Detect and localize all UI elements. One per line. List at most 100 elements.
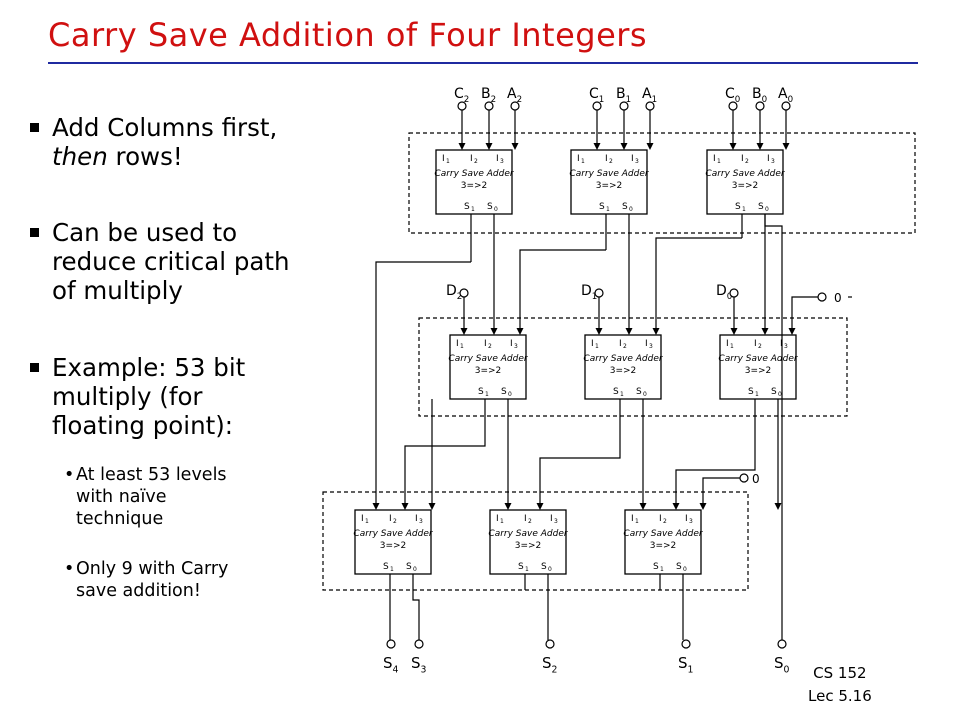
adder-input-pin-number: 3: [784, 343, 788, 350]
arrow-head: [593, 143, 601, 150]
adder-name: Carry Save Adder: [705, 169, 785, 179]
zero-terminal: [739, 473, 749, 483]
adder-input-pin: I: [631, 514, 634, 524]
arrow-head: [504, 503, 512, 510]
arrow-head: [620, 143, 628, 150]
adder-output-pin: S: [613, 387, 619, 397]
carry-save-adder-r3-1: [489, 509, 567, 575]
input-terminal: [459, 288, 469, 298]
adder-output-pin-number: 0: [494, 206, 498, 213]
output-terminal: [681, 639, 691, 649]
adder-input-pin: I: [659, 514, 662, 524]
lecture-number: Lec 5.16: [808, 687, 872, 705]
adder-input-pin-number: 2: [758, 343, 762, 350]
square-bullet-icon: [30, 363, 39, 372]
carry-save-adder-r1-0: [435, 149, 513, 215]
bullet-1-italic: then: [52, 142, 108, 171]
adder-input-pin-number: 1: [460, 343, 464, 350]
zero-label: 0: [752, 472, 760, 486]
input-terminal: [592, 101, 602, 111]
adder-output-pin: S: [622, 202, 628, 212]
carry-save-adder-r1-1: [570, 149, 648, 215]
arrow-head: [458, 143, 466, 150]
arrow-head: [490, 328, 498, 335]
carry-save-adder-r3-0: [354, 509, 432, 575]
sub-bullet-2-line-1: Only 9 with Carry: [76, 559, 229, 579]
adder-ratio: 3=>2: [610, 366, 637, 376]
wire: [539, 399, 621, 503]
output-terminal: [414, 639, 424, 649]
adder-input-pin-number: 1: [595, 343, 599, 350]
signal-subscript: 1: [599, 95, 605, 105]
adder-input-pin: I: [361, 514, 364, 524]
input-terminal: [729, 288, 739, 298]
adder-input-pin: I: [510, 339, 513, 349]
bullet-1-line-1: Add Columns first,: [52, 113, 278, 142]
carry-save-adder-r2-0: [449, 334, 527, 400]
bullet-3-line-3: floating point):: [52, 411, 234, 440]
arrow-head: [788, 328, 796, 335]
adder-output-pin-number: 0: [413, 566, 417, 573]
carry-save-adder-r2-1: [584, 334, 662, 400]
title-underline: [48, 62, 918, 64]
adder-output-pin-number: 1: [525, 566, 529, 573]
adder-input-pin-number: 2: [474, 158, 478, 165]
carry-save-adder-r1-2: [706, 149, 784, 215]
adder-output-pin: S: [406, 562, 412, 572]
adder-output-pin-number: 1: [755, 391, 759, 398]
output-label-S3: S3: [411, 654, 427, 676]
adder-input-pin: I: [780, 339, 783, 349]
adder-output-pin-number: 0: [643, 391, 647, 398]
adder-input-pin-number: 3: [771, 158, 775, 165]
adder-input-pin: I: [442, 154, 445, 164]
signal-subscript: 1: [592, 292, 598, 302]
adder-output-pin-number: 0: [765, 206, 769, 213]
adder-input-pin-number: 2: [745, 158, 749, 165]
carry-save-adder-r2-2: [719, 334, 797, 400]
arrow-head: [672, 503, 680, 510]
adder-output-pin-number: 1: [390, 566, 394, 573]
arrow-head: [428, 503, 436, 510]
bullet-1-line-2: then rows!: [52, 143, 183, 171]
adder-input-pin: I: [524, 514, 527, 524]
input-terminal: [457, 101, 467, 111]
signal-subscript: 4: [393, 665, 399, 676]
adder-output-pin-number: 0: [683, 566, 687, 573]
arrow-head: [595, 328, 603, 335]
arrow-head: [761, 328, 769, 335]
adder-input-pin-number: 1: [717, 158, 721, 165]
input-terminal: [781, 101, 791, 111]
adder-name: Carry Save Adder: [353, 529, 433, 539]
input-terminal: [645, 101, 655, 111]
output-terminal: [386, 639, 396, 649]
sub-bullet-1-line-2: with naïve: [76, 487, 167, 507]
input-terminal: [484, 101, 494, 111]
adder-input-pin: I: [484, 339, 487, 349]
arrow-head: [511, 143, 519, 150]
adder-output-pin-number: 1: [620, 391, 624, 398]
adder-input-pin: I: [767, 154, 770, 164]
signal-subscript: 2: [552, 665, 558, 676]
adder-output-pin: S: [735, 202, 741, 212]
adder-input-pin-number: 1: [500, 518, 504, 525]
signal-subscript: 2: [457, 292, 463, 302]
adder-input-pin: I: [726, 339, 729, 349]
output-label-S4: S4: [383, 654, 399, 676]
signal-subscript: 2: [517, 95, 523, 105]
arrow-head: [485, 143, 493, 150]
course-number: CS 152: [813, 664, 867, 682]
adder-input-pin-number: 3: [635, 158, 639, 165]
wire: [375, 261, 471, 503]
wire: [791, 296, 818, 328]
adder-output-pin-number: 0: [548, 566, 552, 573]
adder-ratio: 3=>2: [732, 181, 759, 191]
input-terminal: [594, 288, 604, 298]
wire: [702, 477, 740, 503]
adder-output-pin: S: [478, 387, 484, 397]
signal-subscript: 0: [735, 95, 741, 105]
arrow-head: [516, 328, 524, 335]
signal-subscript: 0: [762, 95, 768, 105]
arrow-head: [536, 503, 544, 510]
wire: [404, 399, 486, 503]
